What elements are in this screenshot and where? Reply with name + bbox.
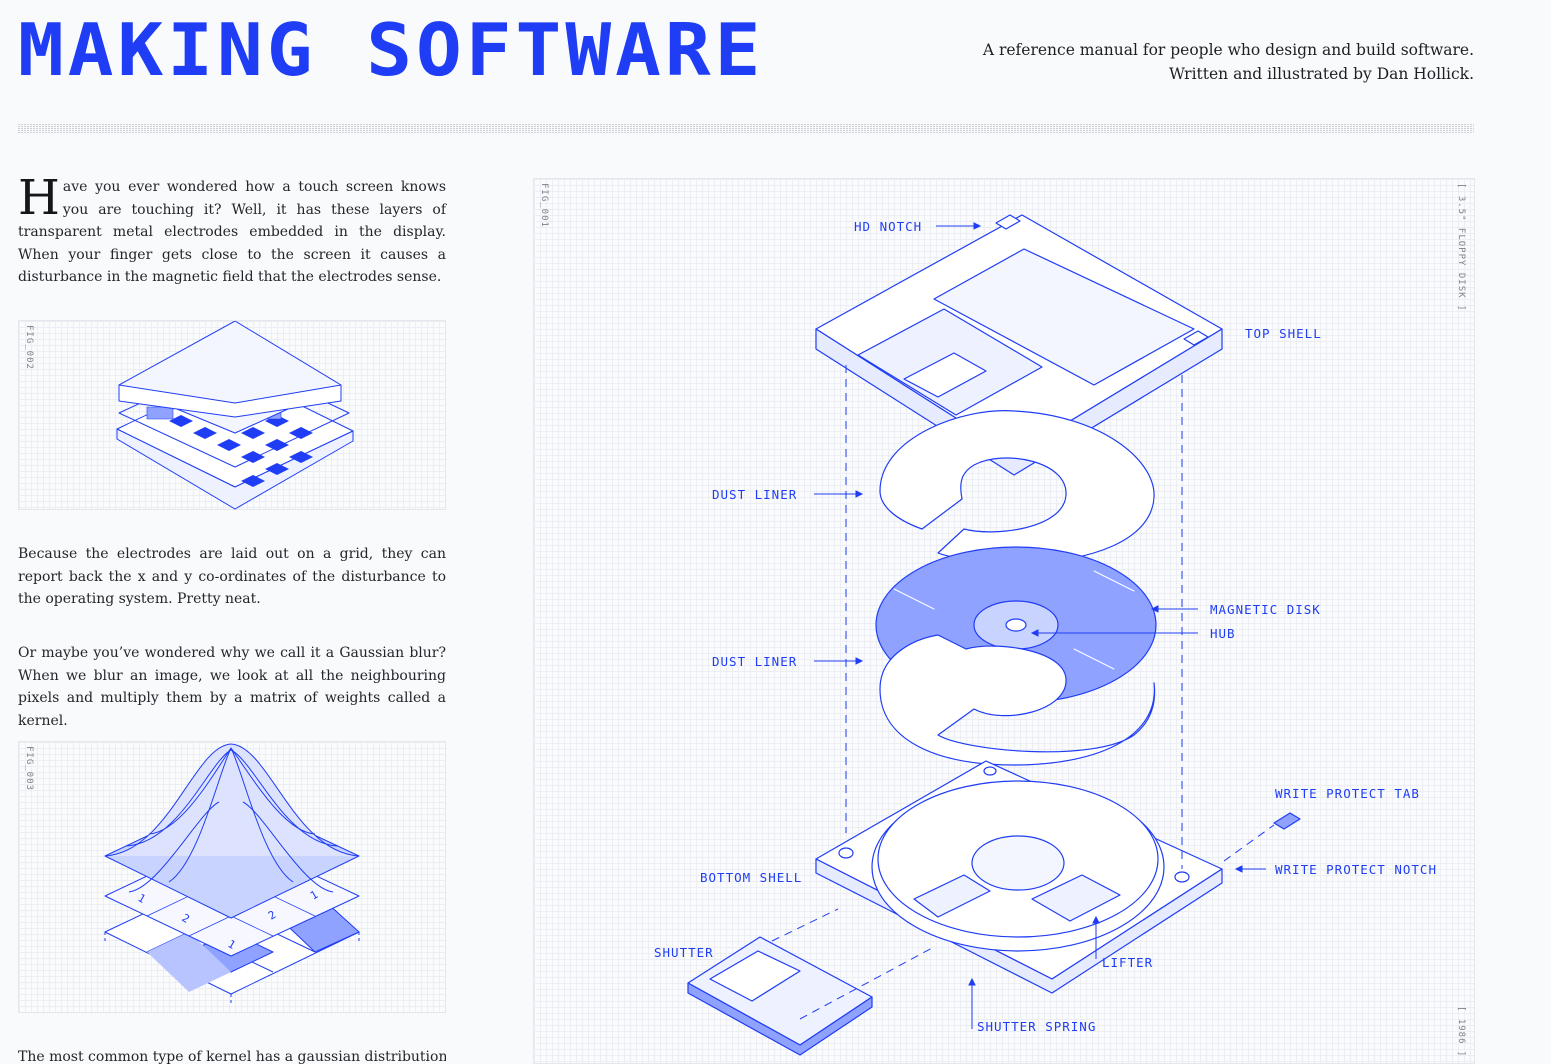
figure-gaussian-kernel: FIG_003 1 2 2 1 1: [18, 741, 446, 1013]
callout-hd-notch: HD NOTCH: [854, 219, 923, 234]
callout-shutter: SHUTTER: [654, 945, 714, 960]
figure-caption: [ 3.5" FLOPPY DISK ]: [1456, 183, 1466, 312]
floppy-disk-exploded-illustration: [687, 214, 1301, 1056]
callout-lifter: LIFTER: [1102, 955, 1154, 970]
tagline-line-2: Written and illustrated by Dan Hollick.: [1168, 65, 1474, 83]
figure-year: [ 1986 ]: [1456, 1005, 1466, 1057]
callout-dust-liner-top: DUST LINER: [712, 487, 798, 502]
callout-hub: HUB: [1210, 626, 1236, 641]
drop-cap: H: [18, 170, 60, 226]
figure-label: FIG_003: [24, 746, 34, 791]
header-divider: [18, 124, 1474, 133]
touchscreen-layers-illustration: [116, 321, 354, 510]
site-title: MAKING SOFTWARE: [18, 7, 765, 92]
callout-dust-liner-bottom: DUST LINER: [712, 654, 798, 669]
gaussian-paragraph: Or maybe you’ve wondered why we call it …: [18, 645, 446, 729]
callout-top-shell: TOP SHELL: [1245, 326, 1322, 341]
callout-write-protect-notch: WRITE PROTECT NOTCH: [1275, 862, 1437, 877]
figure-touchscreen: FIG_002: [18, 320, 446, 510]
callout-shutter-spring: SHUTTER SPRING: [977, 1019, 1097, 1034]
callout-bottom-shell: BOTTOM SHELL: [700, 870, 803, 885]
grid-paragraph: Because the electrodes are laid out on a…: [18, 546, 446, 608]
intro-text: ave you ever wondered how a touch screen…: [18, 179, 446, 286]
tagline: A reference manual for people who design…: [983, 38, 1474, 86]
figure-label: FIG_002: [24, 325, 34, 370]
callout-magnetic-disk: MAGNETIC DISK: [1210, 602, 1321, 617]
figure-floppy-disk: FIG_001 [ 3.5" FLOPPY DISK ] [ 1986 ]: [533, 178, 1475, 1064]
tagline-line-1: A reference manual for people who design…: [982, 41, 1474, 59]
callout-write-protect-tab: WRITE PROTECT TAB: [1275, 786, 1420, 801]
kernel-paragraph: The most common type of kernel has a gau…: [18, 1049, 446, 1064]
figure-label: FIG_001: [539, 183, 549, 228]
gaussian-kernel-illustration: 1 2 2 1 1: [104, 743, 360, 1004]
